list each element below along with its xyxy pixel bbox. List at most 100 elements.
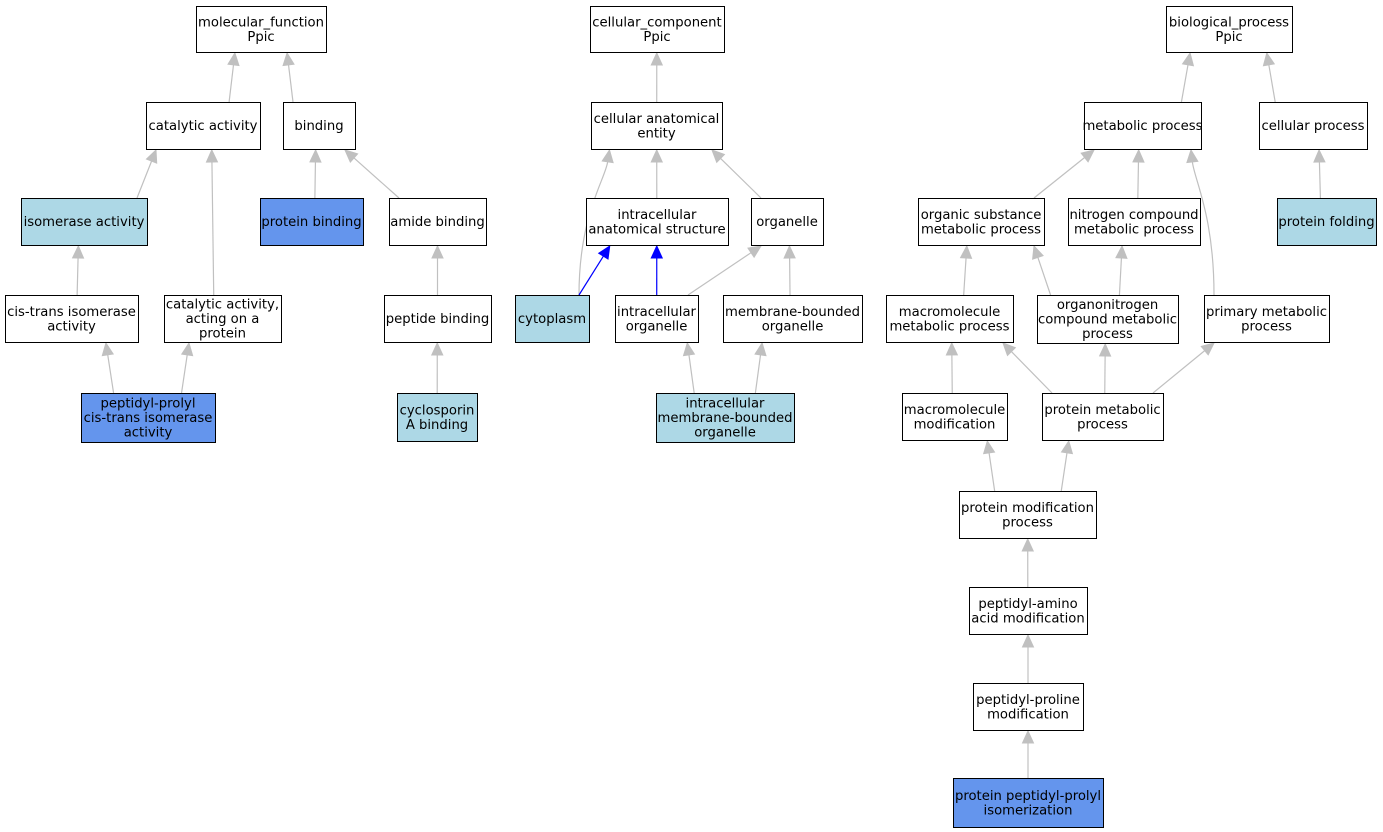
edge-line — [107, 354, 115, 394]
edge-arrowhead — [309, 148, 322, 163]
edge-line — [287, 64, 294, 103]
edge-arrowhead — [783, 244, 796, 259]
is-a-edge-imbo-to-icorg — [682, 341, 696, 394]
go-term-label-line: catalytic activity — [149, 119, 258, 134]
go-term-label-line: activity — [47, 319, 96, 334]
go-term-box — [1277, 198, 1377, 246]
edge-arrowhead — [1200, 342, 1215, 356]
go-term-label-line: entity — [637, 126, 675, 141]
is-a-edge-ias-to-cae — [650, 148, 664, 199]
go-term-label-line: Ppic — [643, 30, 670, 45]
go-term-label-line: acid modification — [971, 611, 1084, 626]
go-term-node-isomerase[interactable]: isomerase activity — [21, 198, 148, 246]
go-term-label-line: amide binding — [390, 215, 484, 230]
go-term-label-line: protein — [199, 327, 246, 342]
edge-arrowhead — [71, 244, 85, 259]
go-term-label-line: catalytic activity, — [166, 298, 279, 313]
is-a-edge-ppiase-to-catprot — [180, 341, 194, 394]
is-a-edge-imbo-to-mborg — [754, 341, 767, 394]
go-term-node-organelle[interactable]: organelle — [751, 198, 824, 246]
go-term-node-peptbind[interactable]: peptide binding — [384, 295, 492, 343]
edge-arrowhead — [597, 244, 611, 260]
go-term-box — [723, 295, 863, 343]
go-term-box — [397, 393, 478, 442]
go-term-box — [1068, 198, 1201, 246]
edge-line — [76, 257, 79, 296]
is-a-edge-cytoplasm-to-ias — [578, 244, 611, 296]
go-term-box — [1259, 102, 1368, 150]
go-term-label-line: biological_process — [1169, 15, 1289, 30]
is-a-edge-binding-to-mf — [282, 51, 295, 103]
go-term-node-amide[interactable]: amide binding — [389, 198, 487, 246]
go-term-label-line: cellular_component — [592, 15, 721, 30]
is-a-edge-pppi-to-ppm — [1021, 729, 1035, 778]
go-term-node-folding[interactable]: protein folding — [1277, 198, 1377, 246]
edge-arrowhead — [1262, 51, 1276, 67]
go-term-label-line: intracellular — [686, 397, 765, 412]
go-term-label-line: protein folding — [1278, 215, 1374, 230]
go-term-node-cytoplasm[interactable]: cytoplasm — [515, 295, 590, 343]
go-term-label-line: organic substance — [921, 208, 1042, 223]
go-term-label-line: Ppic — [247, 30, 274, 45]
edge-line — [1060, 452, 1068, 492]
go-term-node-binding[interactable]: binding — [283, 102, 356, 150]
is-a-edge-metab-to-bp — [1180, 51, 1195, 103]
is-a-edge-cistrans-to-isomerase — [71, 244, 85, 296]
edge-arrowhead — [650, 148, 664, 163]
go-term-label-line: peptide binding — [386, 312, 490, 327]
edge-arrowhead — [1021, 537, 1035, 552]
edge-arrowhead — [1021, 633, 1035, 648]
go-term-box — [590, 6, 725, 53]
go-term-box — [81, 393, 216, 443]
go-term-label-line: cis-trans isomerase — [84, 411, 213, 426]
edge-line — [1037, 257, 1052, 296]
is-a-edge-protbind-to-binding — [309, 148, 322, 199]
go-term-label-line: protein binding — [261, 215, 361, 230]
go-term-label-line: process — [1077, 417, 1128, 432]
go-term-label-line: protein metabolic — [1044, 403, 1160, 418]
go-term-node-metab[interactable]: metabolic process — [1082, 102, 1203, 150]
edge-line — [1118, 257, 1123, 296]
edge-arrowhead — [145, 148, 158, 164]
go-term-label-line: metabolic process — [889, 319, 1009, 334]
is-a-edge-protmp-to-oncmp — [1098, 342, 1112, 394]
go-term-label-line: nitrogen compound — [1069, 208, 1198, 223]
go-term-label-line: protein peptidyl-prolyl — [955, 789, 1101, 804]
is-a-edge-ppm-to-paam — [1021, 633, 1035, 683]
go-term-node-protbind[interactable]: protein binding — [260, 198, 364, 246]
is-a-edge-peptbind-to-amide — [431, 244, 444, 295]
edge-arrowhead — [1021, 729, 1035, 744]
go-term-label-line: process — [1002, 515, 1053, 530]
go-term-node-cellproc[interactable]: cellular process — [1259, 102, 1368, 150]
edge-line — [1010, 351, 1053, 394]
edge-line — [353, 157, 400, 199]
go-term-box — [1084, 102, 1202, 150]
edge-layer — [71, 51, 1326, 778]
go-term-node-catalytic[interactable]: catalytic activity — [146, 102, 261, 150]
go-term-box — [5, 295, 139, 343]
is-a-edge-mmmp-to-osmp — [959, 244, 973, 296]
